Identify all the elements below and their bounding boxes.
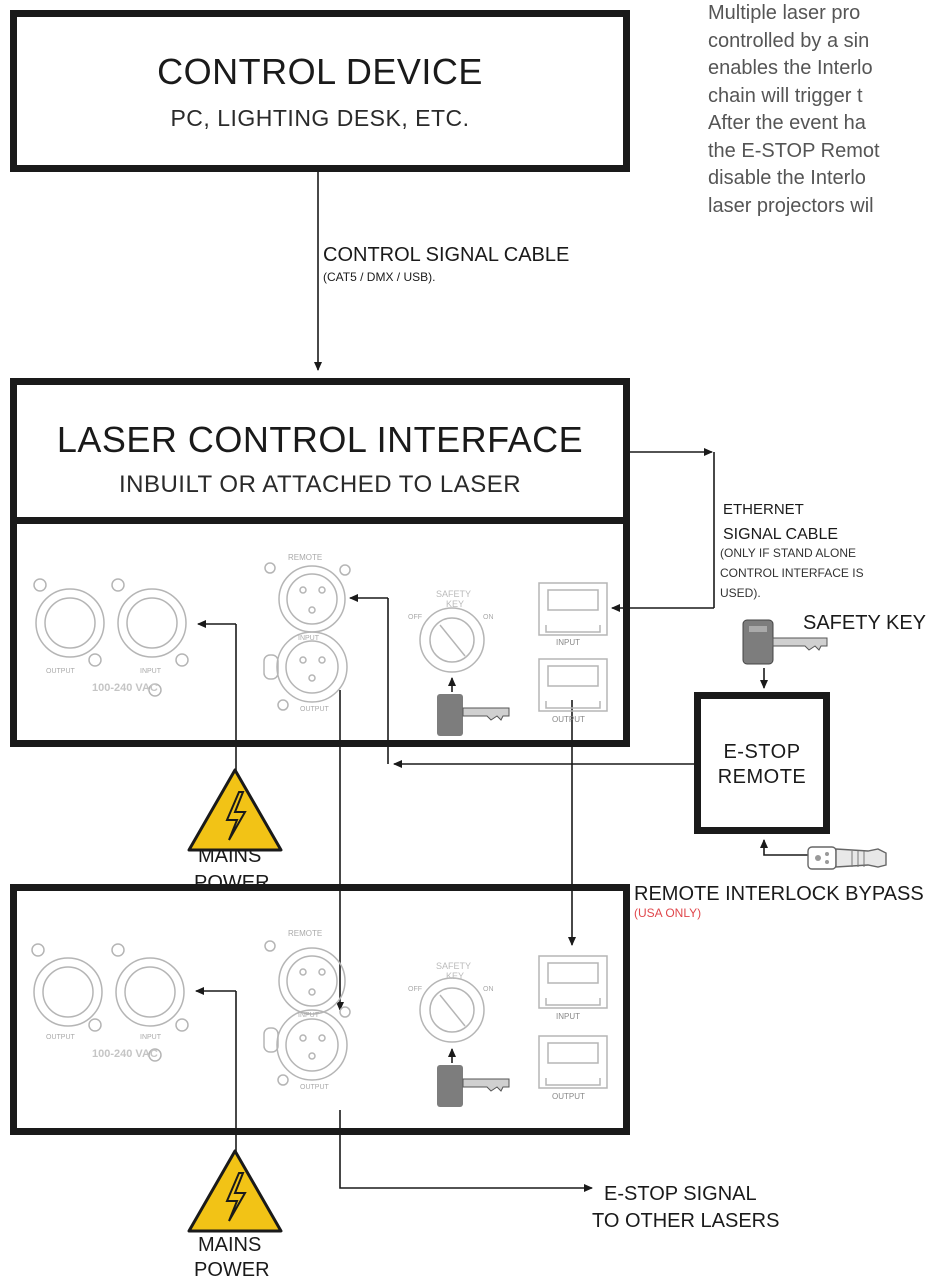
panel-voltage-label: 100-240 VAC [92,682,158,694]
panel-xlr-input-label: INPUT [298,635,319,642]
ethernet-input-port [538,582,608,636]
warning-icon [187,1149,283,1233]
panel-port-output-label: OUTPUT [552,1092,585,1101]
panel-off-label: OFF [408,986,422,993]
paragraph-line: chain will trigger t [708,84,863,107]
panel-output-label: OUTPUT [46,668,75,675]
paragraph-line: enables the Interlo [708,57,873,79]
ethernet-note-line3: USED). [720,586,761,600]
panel-safety-label: SAFETY [436,589,472,599]
control-signal-cable-sublabel: (CAT5 / DMX / USB). [323,270,436,284]
laser-2-panel-box [10,884,630,1135]
warning-icon [187,768,283,852]
safety-key-label: SAFETY KEY [803,612,927,634]
paragraph-line: Multiple laser pro [708,2,861,24]
panel-xlr-output-label: OUTPUT [300,706,329,713]
panel-xlr-output-label: OUTPUT [300,1084,329,1091]
input-xlr-connector [263,631,348,711]
ethernet-note-line2: CONTROL INTERFACE IS [720,566,864,580]
mains-power-1-line2: POWER [194,872,270,894]
control-device-title: CONTROL DEVICE [157,51,483,92]
panel-on-label: ON [483,986,494,993]
panel-on-label: ON [483,614,494,621]
control-device-box: CONTROL DEVICE PC, LIGHTING DESK, ETC. [10,10,630,172]
power-output-connector [31,943,103,1032]
panel-remote-label: REMOTE [288,929,323,938]
control-device-subtitle: PC, LIGHTING DESK, ETC. [170,105,470,131]
remote-interlock-note: (USA ONLY) [634,906,702,920]
laser-1-panel-box [10,517,630,747]
interlock-bypass-line [760,839,810,856]
estop-signal-line2: TO OTHER LASERS [592,1210,780,1232]
safety-key-switch [419,977,485,1043]
input-xlr-connector [263,1009,348,1086]
remote-xlr-connector [264,940,351,1018]
panel-off-label: OFF [408,614,422,621]
panel-key-label: KEY [446,599,465,609]
mains-power-2-line2: POWER [194,1259,270,1281]
control-signal-cable-label: CONTROL SIGNAL CABLE [323,244,570,266]
mains-power-2-line1: MAINS [198,1234,262,1256]
panel-voltage-label: 100-240 VAC [92,1048,158,1060]
estop-signal-line1: E-STOP SIGNAL [604,1183,757,1205]
panel-xlr-input-label: INPUT [298,1012,319,1019]
panel-port-input-label: INPUT [556,1012,580,1021]
panel-port-output-label: OUTPUT [552,715,585,724]
power-output-connector [33,578,105,667]
estop-remote-line1: E-STOP [723,741,801,763]
ethernet-output-port [538,658,608,712]
ethernet-label-line1: ETHERNET [723,501,804,518]
ethernet-note-line1: (ONLY IF STAND ALONE [720,546,857,560]
estop-signal-line [339,1110,593,1192]
ethernet-output-port [538,1035,608,1089]
remote-interlock-label: REMOTE INTERLOCK BYPASS [634,883,924,905]
paragraph-line: controlled by a sin [708,29,870,52]
panel-output-label: OUTPUT [46,1034,75,1041]
paragraph-line: disable the Interlo [708,167,866,189]
xlr-plug-icon [807,846,887,870]
laser-control-interface-subtitle: INBUILT OR ATTACHED TO LASER [118,471,522,498]
safety-key-icon [742,619,828,665]
description-paragraph: Multiple laser pro controlled by a sin e… [708,0,930,220]
power-input-connector [111,943,189,1062]
panel-input-label: INPUT [140,668,161,675]
key-icon [437,694,510,736]
paragraph-line: laser projectors wil [708,194,874,217]
panel-port-input-label: INPUT [556,638,580,647]
panel-safety-label: SAFETY [436,961,472,971]
estop-remote-box: E-STOP REMOTE [694,692,830,834]
ethernet-label-line2: SIGNAL CABLE [723,526,839,543]
estop-remote-line2: REMOTE [717,766,807,788]
ethernet-input-port [538,955,608,1009]
panel-input-label: INPUT [140,1034,161,1041]
paragraph-line: the E-STOP Remot [708,139,880,162]
laser-control-interface-title: LASER CONTROL INTERFACE [56,419,584,460]
paragraph-line: After the event ha [708,112,866,134]
safety-key-switch [419,607,485,673]
panel-remote-label: REMOTE [288,553,323,562]
power-input-connector [111,578,189,697]
panel-key-label: KEY [446,971,465,981]
laser-control-interface-box: LASER CONTROL INTERFACE INBUILT OR ATTAC… [10,378,630,524]
key-icon [437,1065,510,1107]
